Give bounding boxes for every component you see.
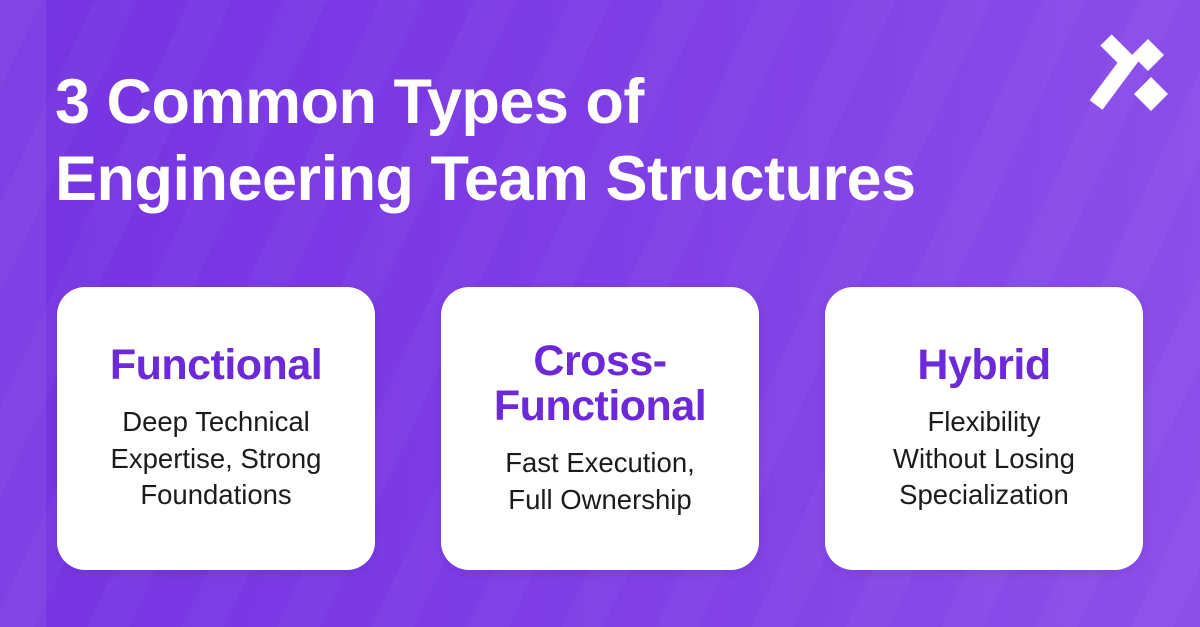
card-cross-functional: Cross- Functional Fast Execution, Full O… [441,287,759,570]
card-cross-functional-description: Fast Execution, Full Ownership [505,447,695,515]
card-hybrid: Hybrid Flexibility Without Losing Specia… [825,287,1143,570]
card-functional-description: Deep Technical Expertise, Strong Foundat… [110,406,322,511]
card-functional-heading: Functional [109,341,323,390]
x-brand-logo-icon [1089,34,1168,111]
card-cross-functional-heading: Cross- Functional [493,336,707,430]
page-title: 3 Common Types of Engineering Team Struc… [55,67,916,214]
card-functional: Functional Deep Technical Expertise, Str… [57,287,375,570]
card-hybrid-description: Flexibility Without Losing Specializatio… [893,406,1075,511]
card-hybrid-heading: Hybrid [917,341,1051,390]
